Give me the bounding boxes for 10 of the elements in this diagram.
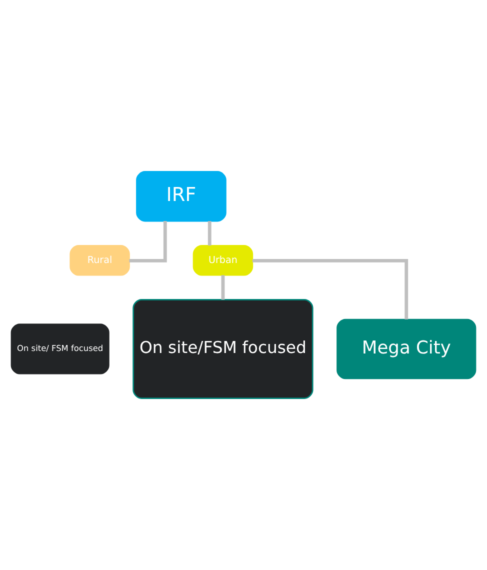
- node-box: Urban: [192, 244, 254, 276]
- connector: [252, 259, 408, 320]
- node-box: Rural: [70, 244, 130, 276]
- node-box: On site/ FSM focused: [10, 324, 110, 374]
- node-box: Mega City: [336, 318, 476, 380]
- connector: [129, 221, 167, 262]
- node-box: On site/FSM focused: [132, 299, 314, 399]
- node-box: IRF: [136, 171, 226, 222]
- connector: [221, 275, 225, 300]
- connector: [208, 221, 212, 246]
